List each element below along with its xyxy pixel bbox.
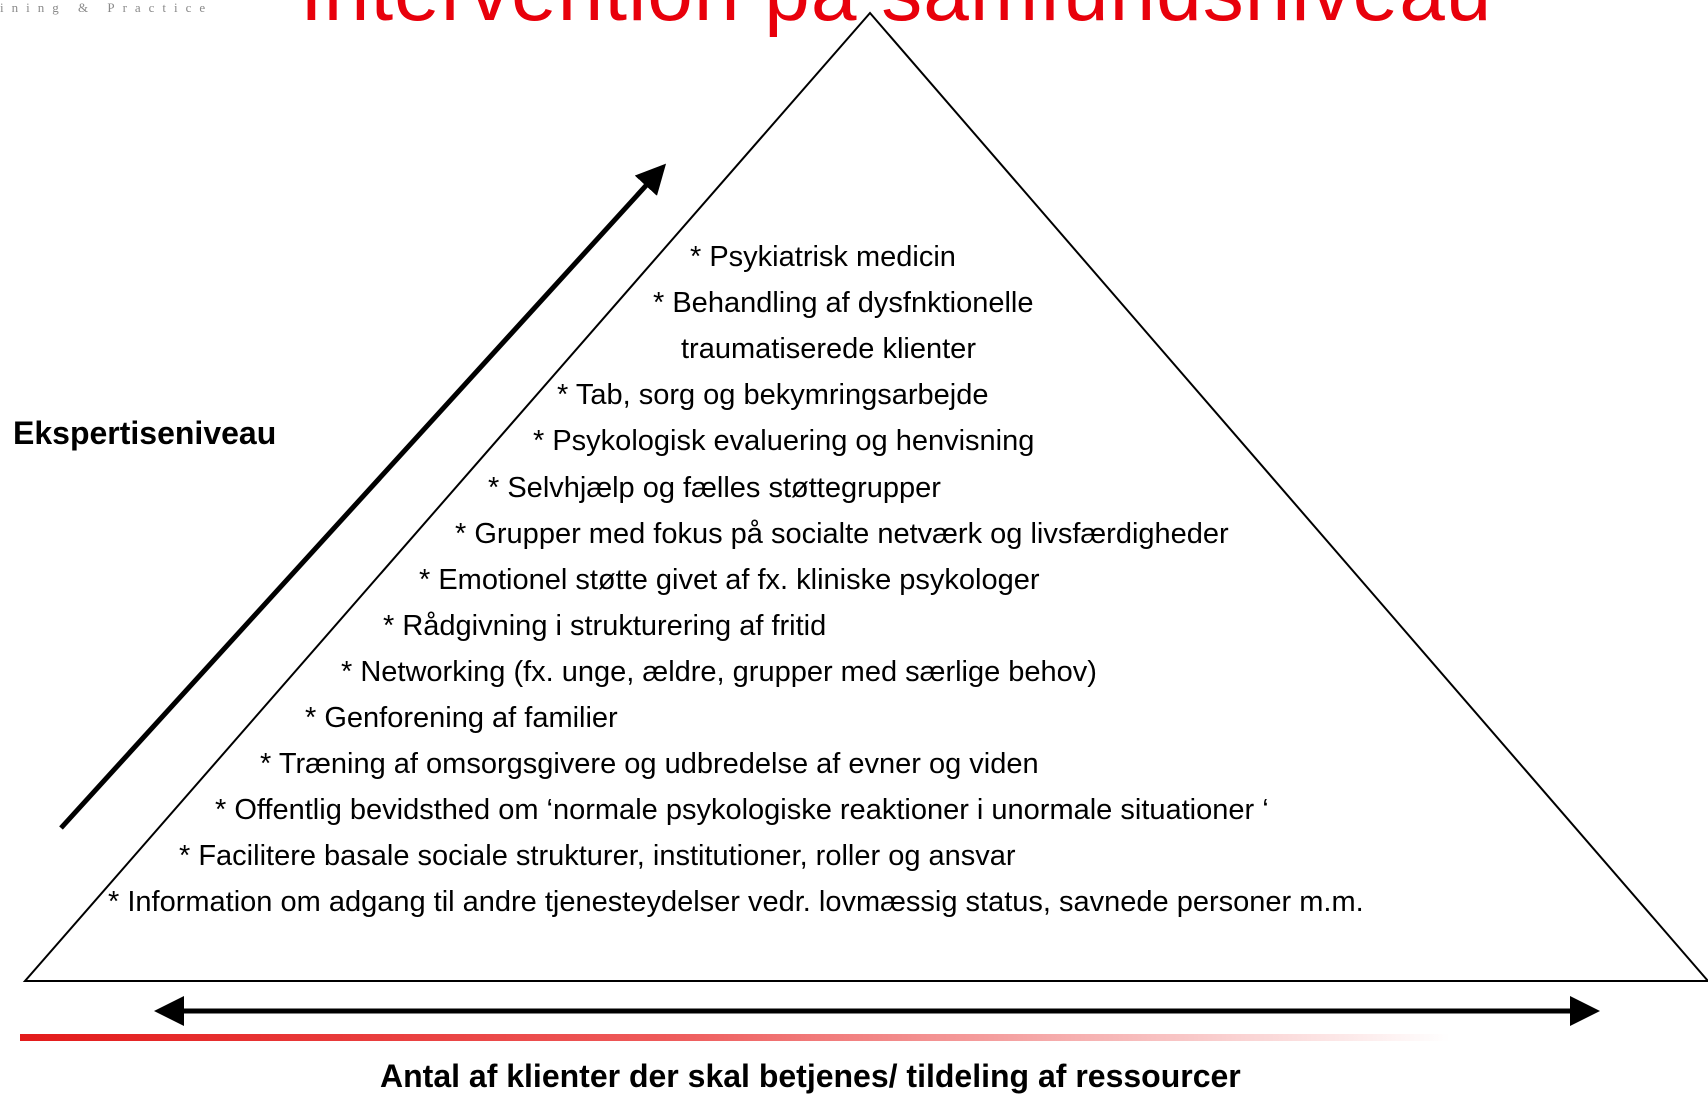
expertise-arrow — [59, 163, 667, 830]
level-item: * Behandling af dysfnktionelle — [653, 287, 1034, 319]
level-item: * Træning af omsorgsgivere og udbredelse… — [260, 748, 1039, 780]
expertise-axis-label: Ekspertiseniveau — [13, 415, 277, 451]
level-item: * Emotionel støtte givet af fx. kliniske… — [419, 564, 1040, 596]
level-item: * Offentlig bevidsthed om ‘normale psyko… — [215, 794, 1269, 826]
level-item: * Networking (fx. unge, ældre, grupper m… — [341, 656, 1097, 688]
level-item: * Genforening af familier — [305, 702, 618, 734]
level-item: * Selvhjælp og fælles støttegrupper — [488, 472, 941, 504]
level-item: traumatiserede klienter — [681, 333, 976, 365]
level-item: * Psykologisk evaluering og henvisning — [533, 425, 1035, 457]
level-item: * Grupper med fokus på socialte netværk … — [455, 518, 1229, 550]
level-item: * Psykiatrisk medicin — [690, 241, 956, 273]
brand-text: ining & Practice — [0, 0, 214, 15]
pyramid-triangle — [22, 11, 1708, 982]
level-item: * Rådgivning i strukturering af fritid — [383, 610, 827, 642]
level-item: * Information om adgang til andre tjenes… — [108, 886, 1364, 918]
level-item: * Facilitere basale sociale strukturer, … — [179, 840, 1016, 872]
red-divider — [20, 1034, 1450, 1041]
slide-title: Intervention på samfundsniveau — [300, 0, 1492, 40]
clients-axis-label: Antal af klienter der skal betjenes/ til… — [380, 1058, 1241, 1094]
level-item: * Tab, sorg og bekymringsarbejde — [557, 379, 989, 411]
